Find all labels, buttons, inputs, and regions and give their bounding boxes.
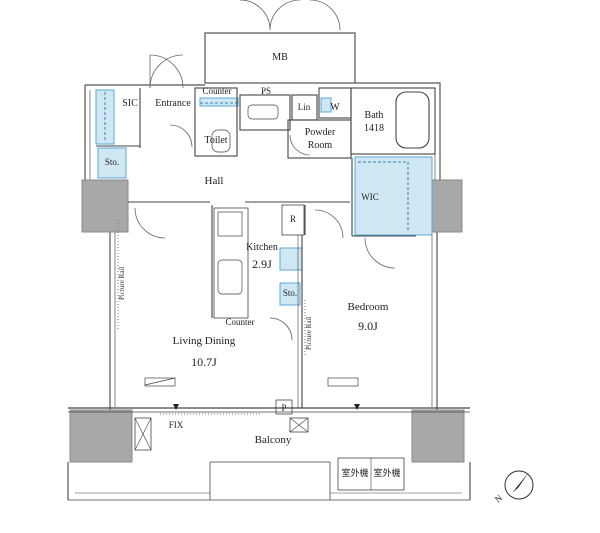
label-wic: WIC bbox=[361, 192, 379, 202]
label-picture-rail-left: Picture Rail bbox=[118, 267, 126, 300]
label-living-dining: Living Dining bbox=[173, 335, 236, 347]
door-swings bbox=[134, 0, 396, 341]
label-p: P bbox=[281, 403, 286, 413]
label-toilet: Toilet bbox=[204, 135, 227, 146]
label-living-dining-size: 10.7J bbox=[191, 355, 217, 369]
label-balcony: Balcony bbox=[255, 434, 292, 446]
picture-rails bbox=[117, 220, 306, 415]
label-ps: PS bbox=[261, 86, 271, 96]
label-unit-b: 室外機 bbox=[373, 467, 400, 478]
columns bbox=[69, 179, 465, 463]
storage-dashed bbox=[104, 92, 409, 230]
label-sic: SIC bbox=[122, 98, 138, 109]
interior-walls bbox=[67, 87, 471, 501]
compass: N bbox=[493, 470, 534, 505]
label-entrance: Entrance bbox=[155, 98, 191, 109]
label-bath-size: 1418 bbox=[364, 123, 384, 134]
label-r: R bbox=[290, 214, 296, 224]
label-w: W bbox=[330, 102, 340, 113]
label-powder-room-2: Room bbox=[308, 140, 333, 151]
label-bath: Bath bbox=[365, 110, 384, 121]
compass-needle bbox=[512, 472, 529, 493]
compass-circle bbox=[504, 470, 534, 500]
label-hall: Hall bbox=[205, 175, 224, 187]
label-counter-top: Counter bbox=[203, 86, 232, 96]
label-unit-a: 室外機 bbox=[341, 467, 368, 478]
label-mb: MB bbox=[272, 52, 288, 63]
label-bedroom-size: 9.0J bbox=[358, 319, 378, 333]
storage-areas bbox=[95, 89, 433, 306]
label-counter-bottom: Counter bbox=[226, 317, 255, 327]
label-fix: FIX bbox=[169, 420, 184, 430]
label-sto-kitchen: Sto. bbox=[283, 288, 297, 298]
compass-north-label: N bbox=[493, 492, 505, 504]
label-picture-rail-right: Picture Rail bbox=[305, 317, 313, 350]
label-kitchen-size: 2.9J bbox=[252, 257, 272, 271]
window-markers bbox=[173, 404, 360, 410]
label-powder-room-1: Powder bbox=[305, 127, 336, 138]
label-bedroom: Bedroom bbox=[348, 301, 389, 313]
label-sto-entrance: Sto. bbox=[105, 157, 119, 167]
label-lin: Lin bbox=[298, 102, 311, 112]
label-kitchen: Kitchen bbox=[246, 242, 278, 253]
